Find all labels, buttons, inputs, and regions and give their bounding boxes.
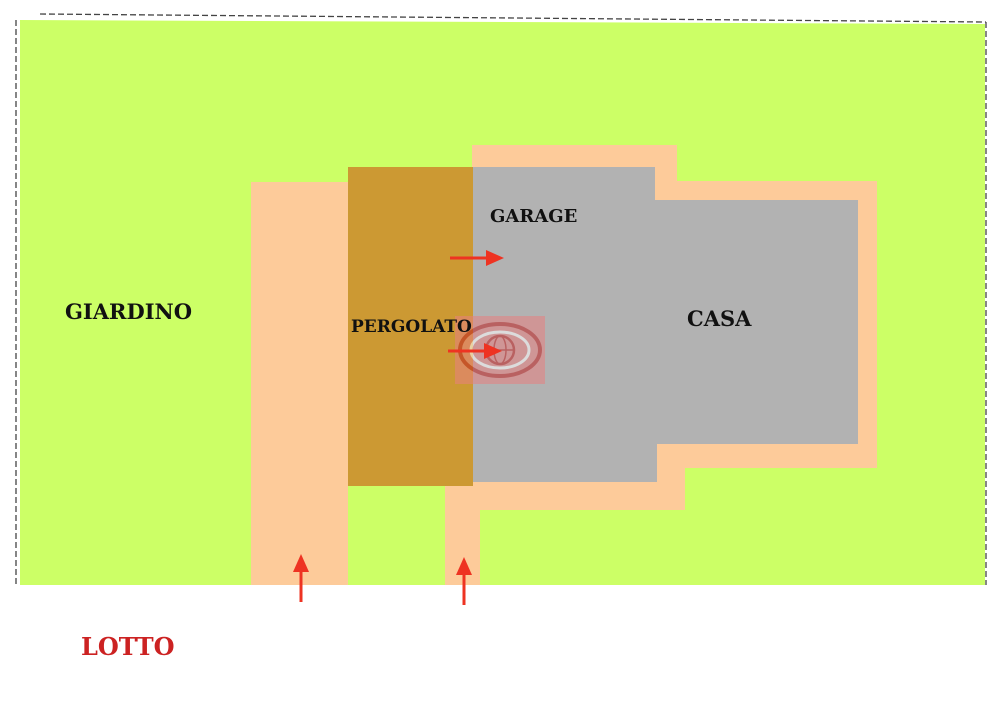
arrow-up-icon: [293, 554, 309, 602]
arrow-right-icon: [448, 343, 502, 359]
path-strip-left: [251, 182, 348, 585]
house-label: CASA: [687, 306, 752, 331]
garage-label: GARAGE: [490, 206, 577, 227]
pergola-area: [348, 167, 473, 486]
lot-boundary: [15, 13, 987, 585]
building-area: [473, 167, 858, 482]
pergola-label: PERGOLATO: [351, 317, 472, 337]
arrow-right-icon: [450, 250, 504, 266]
lot-label: LOTTO: [81, 632, 175, 661]
garden-label: GIARDINO: [65, 299, 192, 324]
arrow-up-icon: [456, 557, 472, 605]
